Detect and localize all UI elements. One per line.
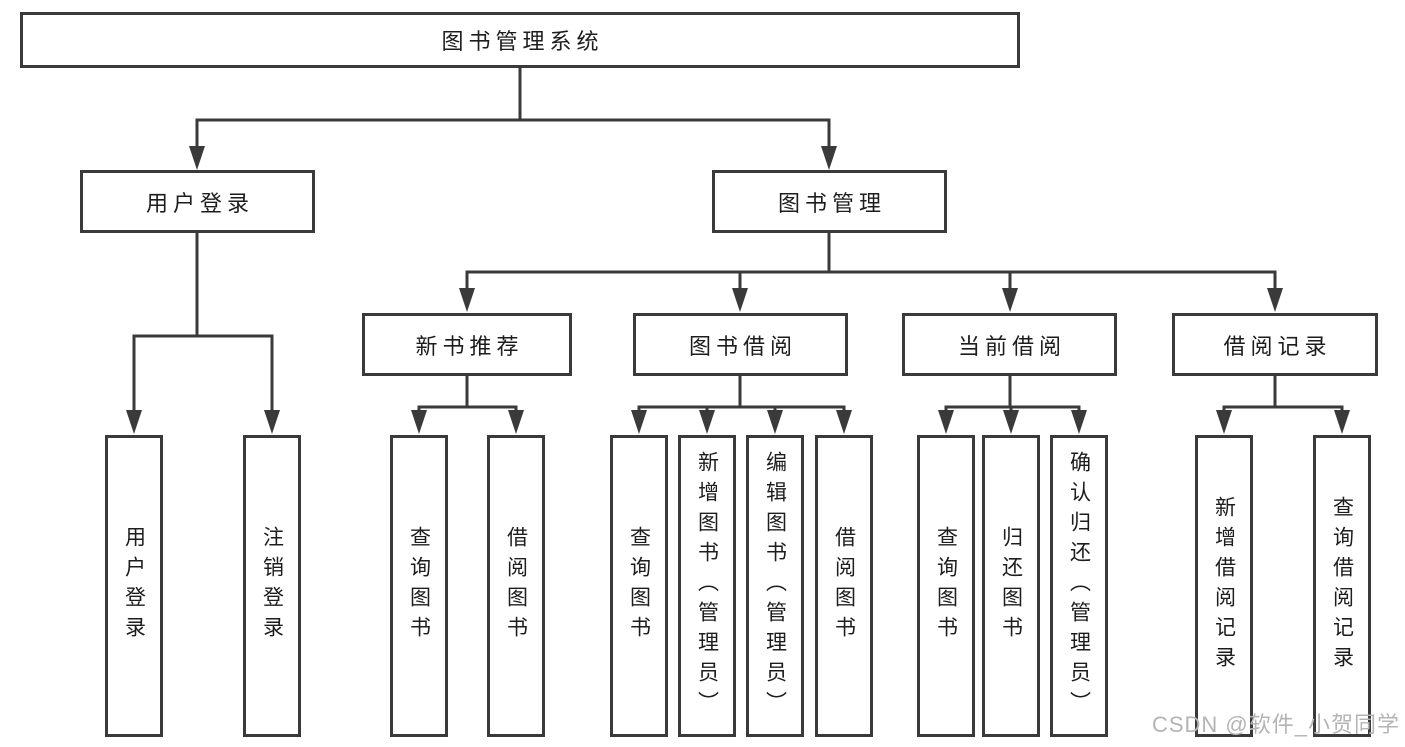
- leaf-confirm-return-admin: 确认归还（管理员）: [1050, 435, 1108, 737]
- leaf-edit-books-admin: 编辑图书（管理员）: [746, 435, 804, 737]
- leaf-query-books-current: 查询图书: [917, 435, 975, 737]
- leaf-add-borrow-record: 新增借阅记录: [1195, 435, 1253, 737]
- node-user-login: 用户登录: [80, 170, 315, 233]
- leaf-add-books-admin: 新增图书（管理员）: [678, 435, 736, 737]
- node-root-system: 图书管理系统: [20, 12, 1020, 68]
- leaf-query-borrow-record: 查询借阅记录: [1313, 435, 1371, 737]
- node-book-borrowing: 图书借阅: [633, 313, 848, 376]
- node-book-management: 图书管理: [712, 170, 947, 233]
- leaf-query-books-recommend: 查询图书: [390, 435, 448, 737]
- node-new-book-recommend: 新书推荐: [362, 313, 572, 376]
- csdn-watermark: CSDN @软件_小贺同学: [1151, 712, 1400, 737]
- node-current-borrowing: 当前借阅: [902, 313, 1117, 376]
- leaf-return-books: 归还图书: [982, 435, 1040, 737]
- node-borrowing-records: 借阅记录: [1172, 313, 1378, 376]
- leaf-query-books-borrowing: 查询图书: [610, 435, 668, 737]
- leaf-borrow-books-recommend: 借阅图书: [487, 435, 545, 737]
- leaf-user-login: 用户登录: [105, 435, 163, 737]
- leaf-logout: 注销登录: [243, 435, 301, 737]
- leaf-borrow-books: 借阅图书: [815, 435, 873, 737]
